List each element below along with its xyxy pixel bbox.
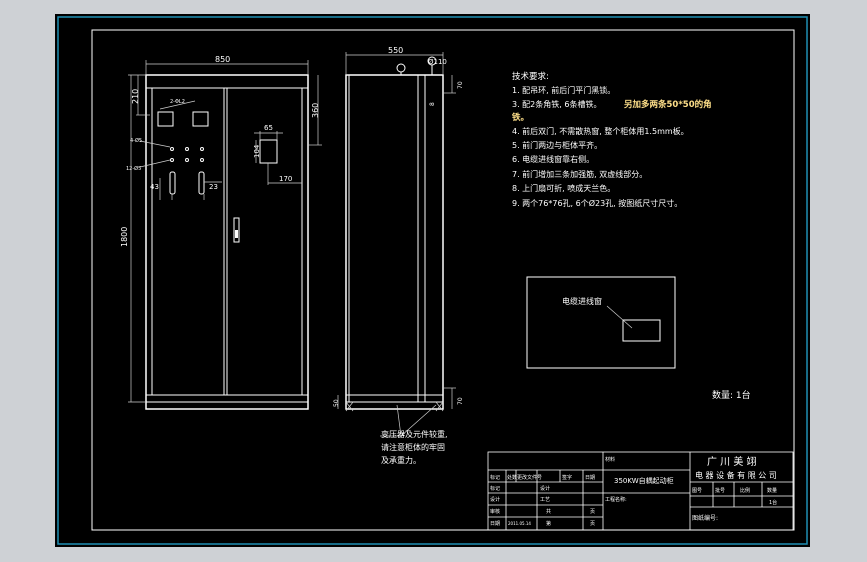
tech-line-8: 8. 上门扇可折, 喷成天兰色。 bbox=[512, 183, 615, 193]
tech-title: 技术要求: bbox=[512, 71, 549, 82]
project-label: 工程名称: bbox=[605, 496, 627, 503]
quantity-label: 数量: 1台 bbox=[712, 389, 751, 401]
front-view: 2-ΦL2 4-Ø5 12-Ø5 43 23 65 104 170 850 18… bbox=[120, 55, 322, 410]
note-line-2: 请注意柜体的牢固 bbox=[381, 442, 445, 452]
dim-550: 550 bbox=[388, 46, 403, 55]
rev-header-date: 日期 bbox=[585, 475, 595, 481]
row-design: 设计 bbox=[490, 496, 500, 503]
dim-360: 360 bbox=[311, 103, 320, 118]
tech-bold-b: 铁。 bbox=[512, 112, 529, 123]
drawing-border bbox=[91, 29, 795, 531]
tech-line-9: 9. 两个76*76孔, 6个Ø23孔, 按图纸尺寸尺寸。 bbox=[512, 198, 682, 208]
drawing-number-label: 图纸编号: bbox=[692, 514, 718, 522]
tech-line-3: 3. 配2条角铁, 6条槽铁。 bbox=[512, 99, 601, 109]
label-2-hole: 2-ΦL2 bbox=[170, 99, 185, 105]
tech-line-5: 5. 前门两边与柜体平齐。 bbox=[512, 140, 602, 150]
switch-right bbox=[198, 171, 205, 195]
switch-left bbox=[169, 171, 176, 195]
title-block-frame bbox=[487, 451, 794, 531]
dim-50: 50 bbox=[333, 399, 340, 407]
weight-note: 变压器及元件较重, 请注意柜体的牢固 及承重力。 bbox=[381, 429, 448, 465]
title-date: 2011.05.14 bbox=[508, 521, 531, 526]
mid-page-b: 页 bbox=[590, 521, 595, 527]
tech-line-4: 4. 前后双门, 不需散热窗, 整个柜体用1.5mm板。 bbox=[512, 126, 689, 136]
row-review: 审核 bbox=[490, 508, 500, 515]
dim-ring: Ø110 bbox=[428, 58, 447, 66]
dim-43: 43 bbox=[150, 183, 159, 191]
dim-70-top: 70 bbox=[457, 81, 464, 89]
tech-line-7: 7. 前门增加三条加强筋, 双虚线部分。 bbox=[512, 169, 647, 179]
label-qty: 数量 bbox=[767, 487, 777, 494]
front-cabinet-outline bbox=[145, 74, 309, 410]
cable-detail-box bbox=[526, 276, 676, 369]
outer-frame bbox=[57, 16, 808, 545]
company-name-1: 广 川 美 翊 bbox=[707, 455, 757, 468]
dim-104: 104 bbox=[253, 144, 261, 158]
rev-header-count: 处数 bbox=[507, 474, 517, 481]
dim-23: 23 bbox=[209, 183, 218, 191]
mid-total: 共 bbox=[546, 508, 551, 515]
product-name: 350KW自耦起动柜 bbox=[614, 476, 674, 485]
cable-window-label: 电缆进线窗 bbox=[562, 296, 602, 306]
mid-sheet: 第 bbox=[546, 520, 551, 527]
tech-line-6: 6. 电缆进线窗靠右侧。 bbox=[512, 154, 594, 164]
tech-line-1: 1. 配吊环, 前后门平门黑锁。 bbox=[512, 85, 615, 95]
cable-window-rect bbox=[622, 319, 661, 342]
side-view: 550 Ø110 70 8 70 50 bbox=[333, 46, 464, 437]
label-batch: 批号 bbox=[715, 487, 725, 494]
note-line-1: 变压器及元件较重, bbox=[381, 429, 448, 439]
dim-210: 210 bbox=[131, 89, 140, 104]
dim-8: 8 bbox=[429, 102, 436, 106]
side-cabinet-outline bbox=[345, 74, 444, 410]
dim-170: 170 bbox=[279, 175, 292, 183]
dim-850: 850 bbox=[215, 55, 230, 64]
cable-window-detail: 电缆进线窗 bbox=[526, 276, 676, 369]
label-scale: 比例 bbox=[740, 487, 750, 494]
meter-window-left bbox=[157, 111, 174, 127]
mid-design: 设计 bbox=[540, 485, 550, 492]
label-drawing-no: 图号 bbox=[692, 488, 702, 494]
tech-requirements: 技术要求: 1. 配吊环, 前后门平门黑锁。 3. 配2条角铁, 6条槽铁。 另… bbox=[512, 71, 712, 208]
door-handle bbox=[233, 217, 240, 243]
company-name-2: 电 器 设 备 有 限 公 司 bbox=[695, 470, 777, 480]
mid-page-a: 页 bbox=[590, 509, 595, 515]
note-line-3: 及承重力。 bbox=[381, 455, 421, 465]
dim-70-bottom: 70 bbox=[457, 397, 464, 405]
row-mark: 标记 bbox=[490, 485, 500, 492]
label-12-hole: 12-Ø5 bbox=[126, 165, 141, 172]
dim-1800: 1800 bbox=[120, 227, 129, 247]
rev-header-sign: 签字 bbox=[562, 474, 572, 481]
rev-header-mark: 标记 bbox=[490, 474, 500, 481]
row-approve: 日期 bbox=[490, 521, 500, 527]
title-block: 标记 处数 更改文件号 签字 日期 标记 设计 审核 日期 2011.05.14… bbox=[487, 451, 794, 531]
dim-65: 65 bbox=[264, 124, 273, 132]
meter-window-right bbox=[192, 111, 209, 127]
tech-bold-a: 另加多两条50*50的角 bbox=[624, 99, 712, 110]
qty-value: 1台 bbox=[769, 499, 777, 506]
mid-craft: 工艺 bbox=[540, 497, 550, 503]
rev-header-doc: 更改文件号 bbox=[517, 474, 542, 481]
front-cable-window bbox=[259, 139, 278, 164]
drawing-background bbox=[55, 14, 810, 547]
material-label: 材料 bbox=[605, 456, 615, 463]
label-4-hole: 4-Ø5 bbox=[130, 137, 142, 144]
